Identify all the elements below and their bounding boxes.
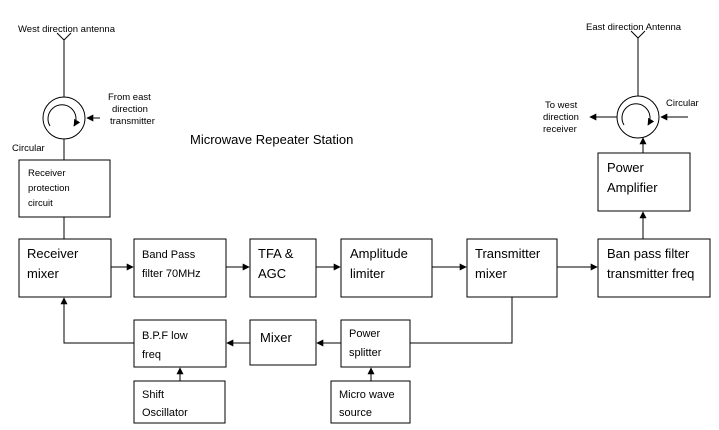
power-amplifier-label: Power Amplifier [607, 160, 658, 195]
microwave-source-block [330, 380, 411, 424]
power-splitter-block [340, 319, 411, 368]
east-circulator-label: Circular [666, 98, 699, 109]
east-antenna-label: East direction Antenna [586, 22, 682, 33]
mixer-label: Mixer [260, 330, 292, 345]
ban-pass-filter-tx-label: Ban pass filter transmitter freq [607, 246, 694, 281]
amplitude-limiter-block [340, 238, 433, 298]
receiver-protection-label: Receiver protection circuit [28, 168, 72, 209]
west-antenna-label: West direction antenna [18, 24, 116, 35]
east-circulator-icon [589, 95, 688, 139]
receiver-mixer-block [18, 238, 112, 298]
diagram-title: Microwave Repeater Station [190, 132, 353, 147]
transmitter-mixer-label: Transmitter mixer [475, 246, 544, 281]
west-antenna-icon [56, 32, 72, 97]
band-pass-filter-label: Band Pass filter 70MHz [142, 249, 201, 280]
shift-oscillator-label: Shift Oscillator [142, 389, 188, 419]
to-west-annotation: To west direction receiver [543, 100, 582, 135]
receiver-mixer-label: Receiver mixer [27, 246, 82, 281]
transmitter-mixer-block [466, 238, 558, 298]
from-east-annotation: From east direction transmitter [108, 92, 155, 127]
power-amplifier-block [597, 152, 691, 212]
amplitude-limiter-label: Amplitude limiter [350, 246, 411, 281]
tfa-agc-label: TFA & AGC [258, 246, 297, 281]
bpf-low-freq-label: B.P.F low freq [142, 330, 191, 361]
ban-pass-filter-tx-block [597, 238, 711, 298]
tfa-agc-block [249, 238, 317, 298]
east-antenna-icon [630, 30, 646, 96]
power-splitter-label: Power splitter [349, 328, 383, 359]
west-circulator-icon [42, 96, 100, 140]
receiver-protection-block [18, 159, 111, 218]
band-pass-filter-block [133, 238, 227, 298]
west-circulator-label: Circular [12, 143, 45, 154]
microwave-source-label: Micro wave source [339, 389, 398, 419]
